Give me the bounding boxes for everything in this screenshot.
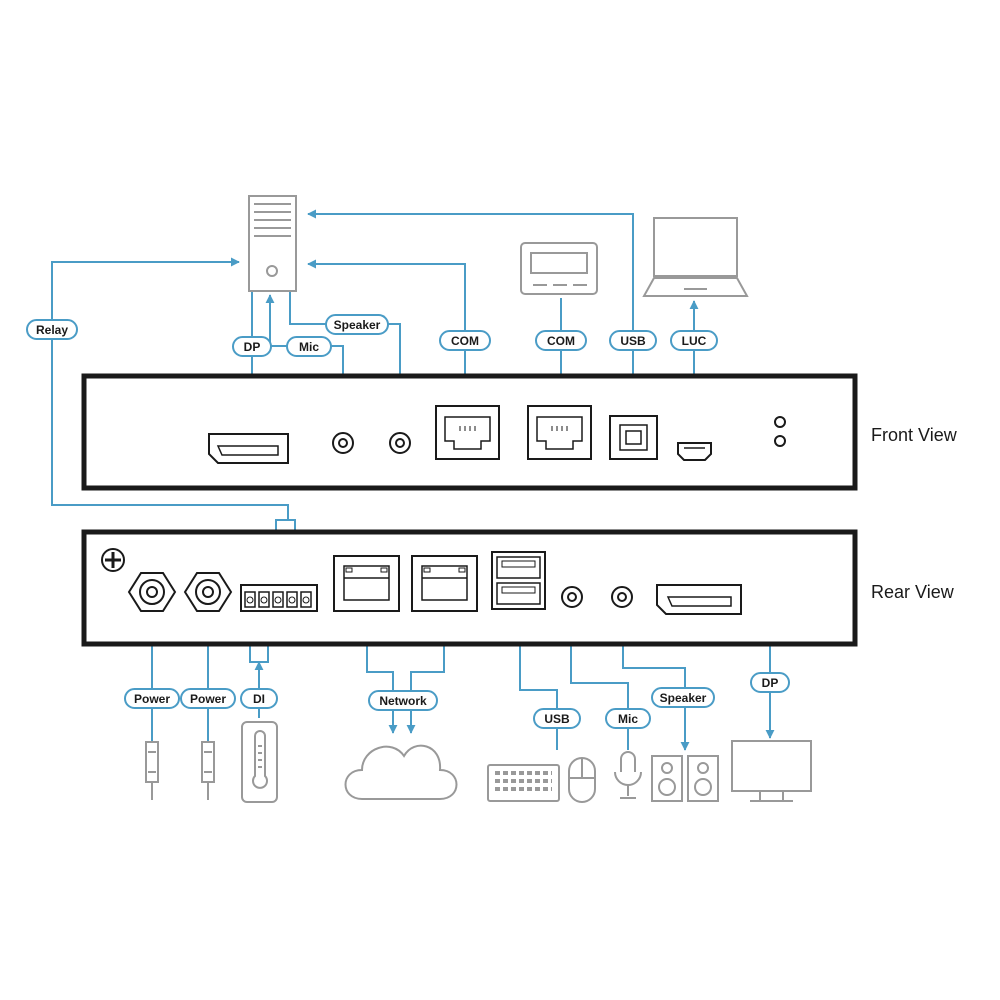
relay-pill: Relay [26,319,78,340]
front-luc-pill: LUC [670,330,718,351]
rear-di-pill: DI [240,688,278,709]
rear-usb-pill: USB [533,708,581,729]
relay-line [51,257,289,520]
rear-power2-pill: Power [180,688,236,709]
svg-text:Mic: Mic [618,712,638,726]
front-com2-pill: COM [535,330,587,351]
front-led-1 [774,416,786,428]
mouse-icon [568,757,596,803]
svg-text:Power: Power [190,692,226,706]
rear-speaker-jack [611,586,633,608]
pc-tower-icon [248,195,297,292]
svg-text:Speaker: Speaker [334,318,381,332]
power-plug-1-icon [145,741,159,800]
svg-text:DP: DP [244,340,261,354]
svg-text:DP: DP [762,676,779,690]
svg-text:Relay: Relay [36,323,68,337]
microphone-icon [614,751,642,799]
rear-lan2-port [411,555,478,612]
front-dp-pill: DP [232,336,272,357]
keyboard-icon [487,764,560,802]
ground-screw [101,548,125,572]
power-plug-2-icon [201,741,215,800]
rear-usb-a-ports [491,551,546,610]
front-com1-pill: COM [439,330,491,351]
rear-dp-pill: DP [750,672,790,693]
monitor-icon [731,740,812,802]
svg-text:Network: Network [379,694,427,708]
laptop-icon [642,217,749,297]
front-luc-port [677,442,712,461]
svg-text:COM: COM [547,334,575,348]
front-com1-line [307,259,466,400]
front-usb-b-port [609,415,658,460]
rear-view-label: Rear View [871,582,955,602]
svg-text:Mic: Mic [299,340,319,354]
rear-power2-port [183,572,233,612]
svg-text:Speaker: Speaker [660,691,707,705]
svg-text:USB: USB [620,334,646,348]
rear-terminal-block [240,584,318,612]
rear-power1-pill: Power [124,688,180,709]
front-mic-pill: Mic [286,336,332,357]
devices [145,195,812,803]
rear-mic-pill: Mic [605,708,651,729]
speakers-icon [651,755,719,802]
front-speaker-pill: Speaker [325,314,389,335]
serial-terminal-icon [520,242,598,295]
front-usb-pill: USB [609,330,657,351]
rear-lan1-port [333,555,400,612]
svg-text:LUC: LUC [682,334,707,348]
front-view-label: Front View [871,425,958,445]
front-com2-port [527,405,592,460]
rear-mic-jack [561,586,583,608]
rear-ports [101,548,742,615]
front-led-2 [774,435,786,447]
cloud-icon [344,744,458,800]
front-speaker-jack [389,432,411,454]
svg-text:Power: Power [134,692,170,706]
rear-power1-port [127,572,177,612]
front-com1-port [435,405,500,460]
thermometer-icon [241,721,278,803]
rear-network-pill: Network [368,690,438,711]
svg-text:DI: DI [253,692,265,706]
svg-text:USB: USB [544,712,570,726]
rear-speaker-pill: Speaker [651,687,715,708]
front-ports [208,405,786,464]
svg-text:COM: COM [451,334,479,348]
label-pills: Relay DP Mic Speaker COM COM USB LUC [26,314,790,729]
front-mic-jack [332,432,354,454]
